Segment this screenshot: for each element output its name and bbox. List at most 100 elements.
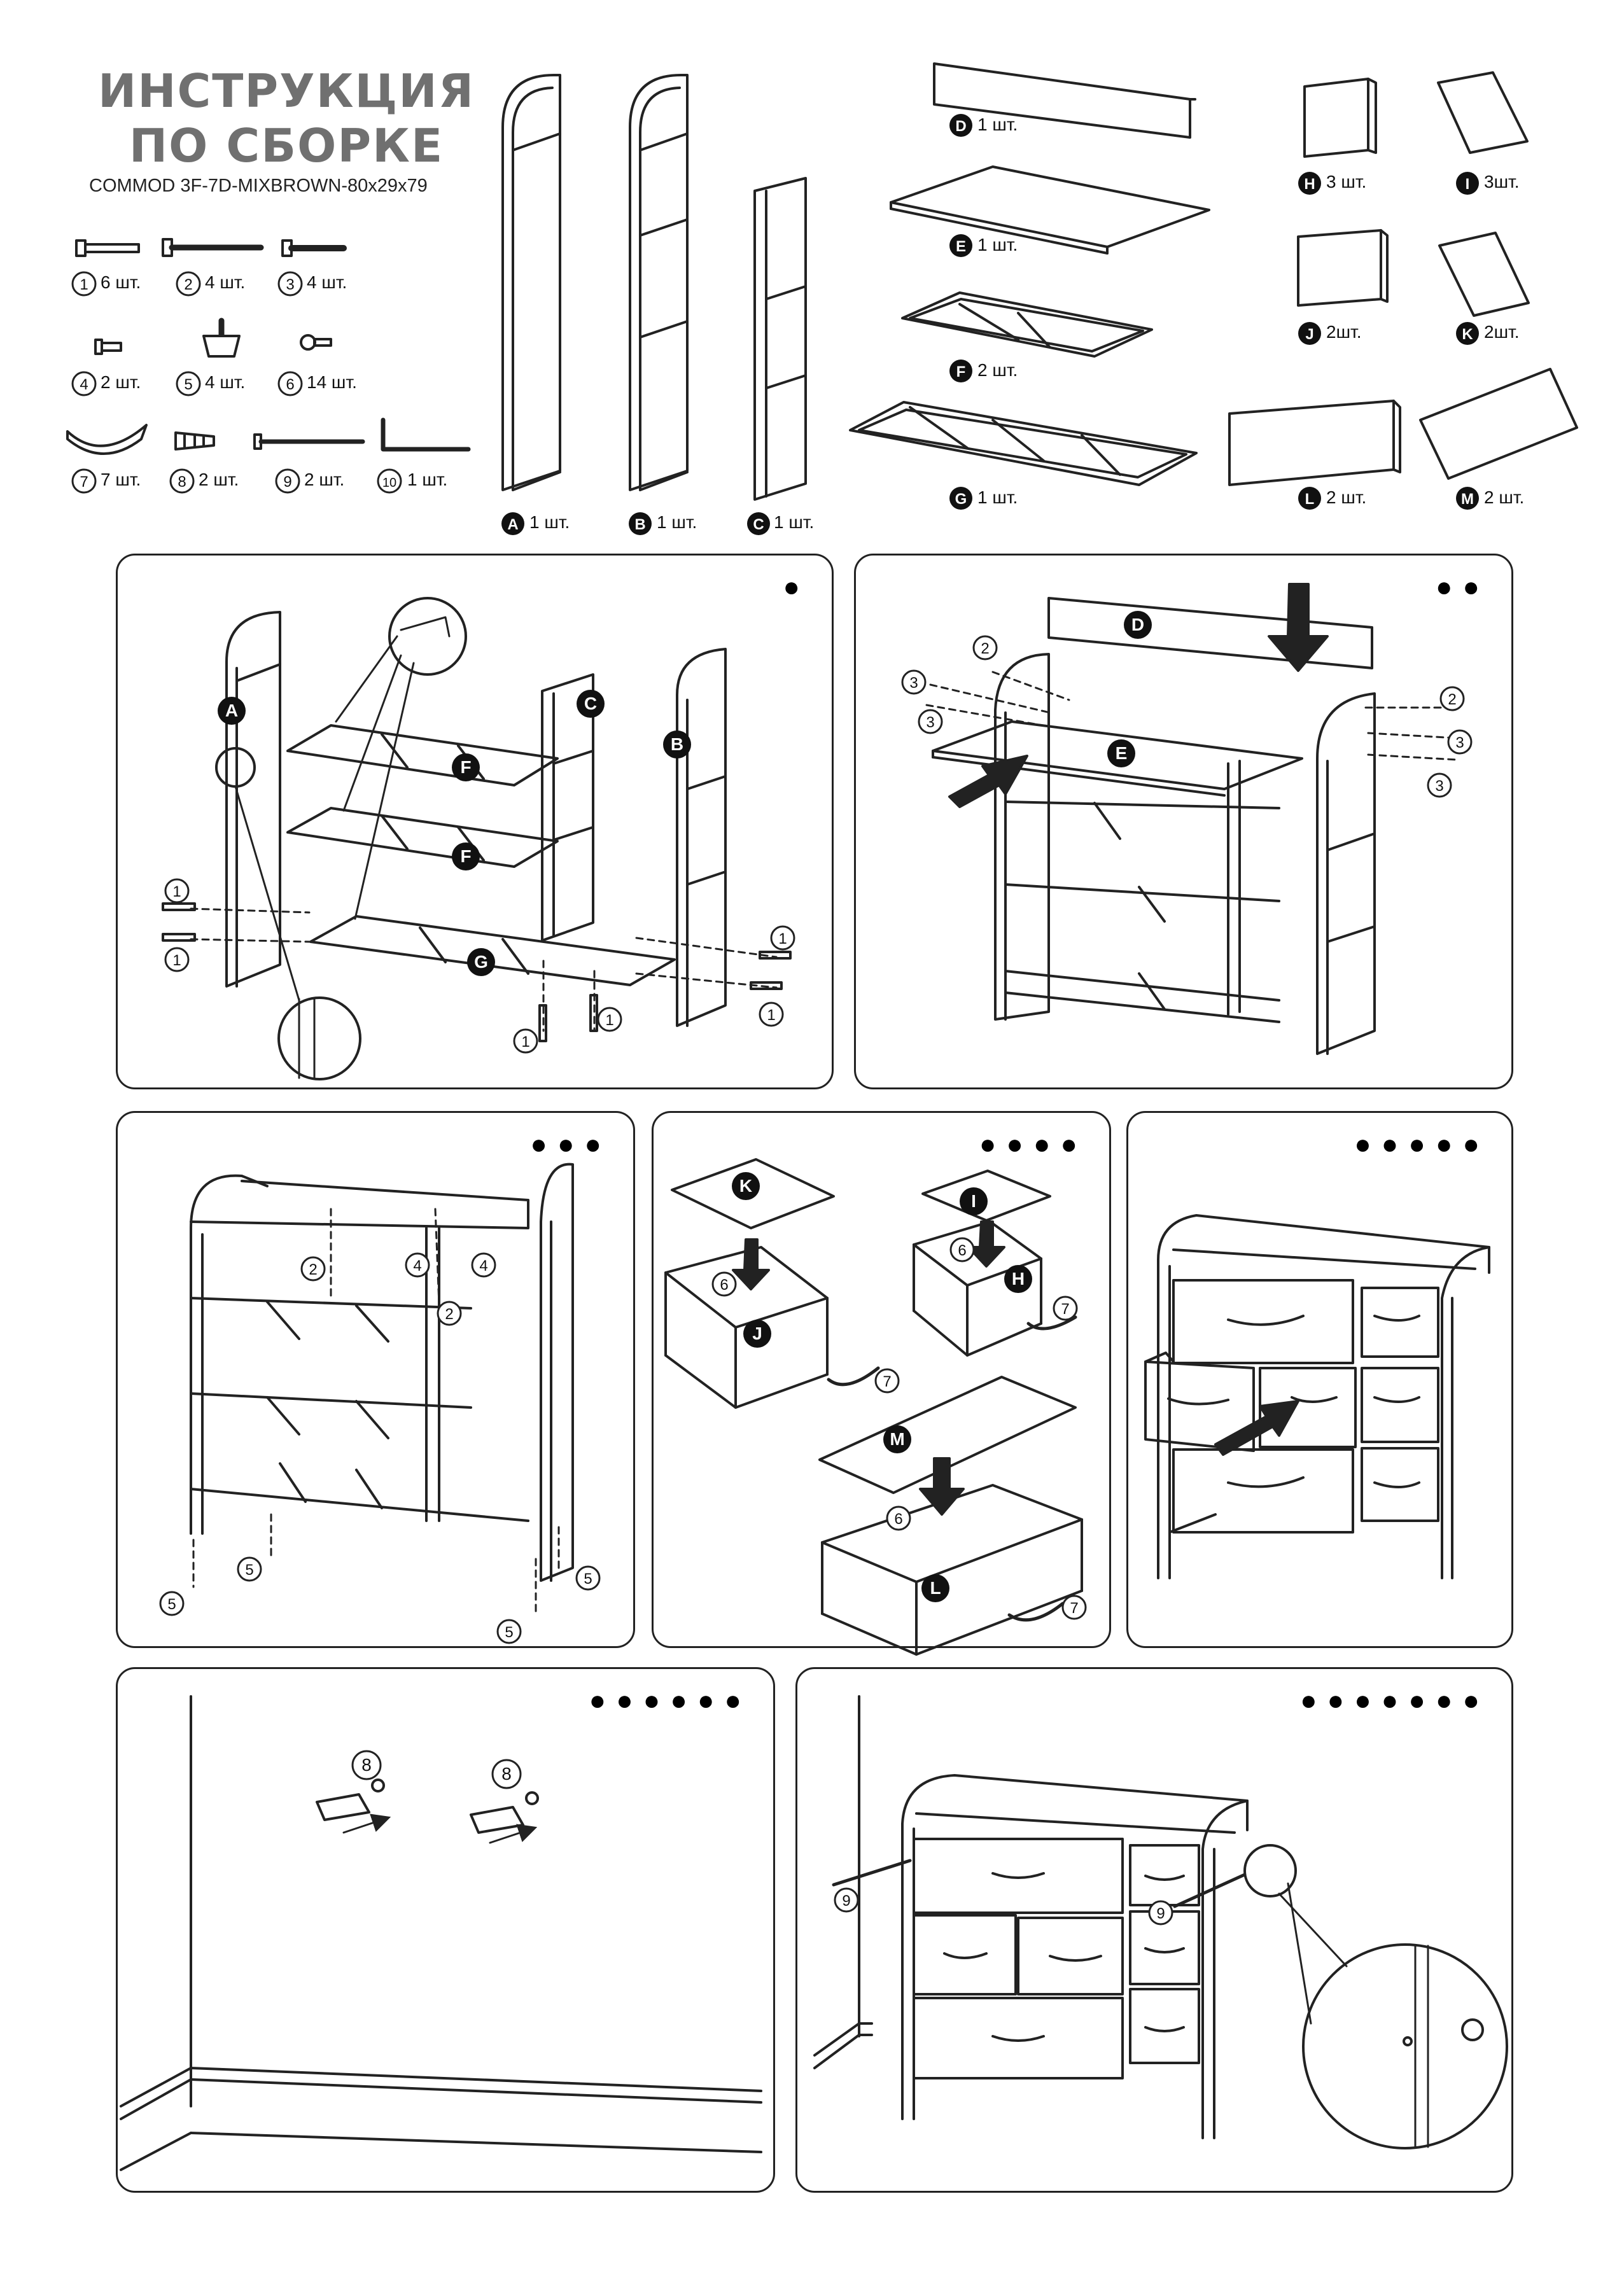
part-L-box — [1228, 400, 1401, 486]
svg-text:3: 3 — [909, 674, 918, 692]
hw-9-qty: 2 шт. — [304, 470, 345, 489]
svg-text:F: F — [460, 757, 471, 777]
part-C-frame — [753, 177, 807, 501]
title-line-2: ПО СБОРКЕ — [129, 119, 444, 172]
svg-text:M: M — [1461, 491, 1474, 508]
svg-text:1: 1 — [767, 1007, 775, 1024]
svg-text:2: 2 — [184, 276, 192, 293]
part-K-qty: 2шт. — [1484, 322, 1520, 342]
svg-text:1: 1 — [80, 276, 88, 293]
svg-text:10: 10 — [382, 476, 396, 490]
step-2-panel: ●● — [854, 554, 1513, 1089]
step-7-dots: ●●●●●●● — [1299, 1685, 1490, 1716]
svg-text:C: C — [753, 516, 764, 533]
svg-text:7: 7 — [1061, 1301, 1069, 1318]
svg-text:8: 8 — [178, 473, 186, 491]
svg-text:E: E — [1116, 743, 1128, 763]
svg-text:D: D — [955, 118, 966, 135]
part-H-qty: 3 шт. — [1326, 172, 1367, 192]
hw-2-qty: 4 шт. — [205, 272, 246, 292]
svg-text:J: J — [1305, 326, 1313, 343]
svg-text:9: 9 — [1156, 1905, 1165, 1922]
svg-text:H: H — [1304, 176, 1315, 193]
svg-text:A: A — [225, 701, 238, 720]
svg-text:5: 5 — [184, 376, 192, 393]
part-L-qty: 2 шт. — [1326, 487, 1367, 507]
part-M-qty: 2 шт. — [1484, 487, 1525, 507]
hw-3-qty: 4 шт. — [307, 272, 347, 292]
svg-text:3: 3 — [1455, 734, 1464, 751]
svg-text:7: 7 — [80, 473, 88, 491]
svg-text:C: C — [584, 694, 597, 713]
part-H-box — [1303, 78, 1377, 158]
page-title: ИНСТРУКЦИЯ ПО СБОРКЕ — [95, 64, 477, 173]
svg-text:7: 7 — [1070, 1600, 1078, 1617]
svg-text:1: 1 — [172, 952, 181, 969]
step-6-dots: ●●●●●● — [589, 1685, 752, 1716]
part-M-card — [1419, 368, 1578, 480]
svg-text:4: 4 — [413, 1257, 421, 1275]
title-line-1: ИНСТРУКЦИЯ — [97, 64, 475, 118]
part-E-qty: 1 шт. — [977, 235, 1018, 255]
hardware-icons — [66, 238, 471, 455]
part-badges — [218, 114, 1479, 1602]
step5-drawing — [1144, 1214, 1490, 1579]
part-D-qty: 1 шт. — [977, 115, 1018, 134]
svg-text:M: M — [890, 1429, 904, 1449]
part-J-qty: 2шт. — [1326, 322, 1362, 342]
svg-text:3: 3 — [926, 714, 934, 731]
svg-text:9: 9 — [842, 1892, 850, 1910]
step1-drawing — [162, 597, 792, 1080]
svg-text:L: L — [1305, 491, 1315, 508]
step5-arrow — [1214, 1400, 1299, 1456]
step4-arrows — [732, 1220, 1005, 1516]
svg-text:4: 4 — [80, 376, 88, 393]
part-B-frame — [629, 74, 689, 491]
svg-text:5: 5 — [584, 1570, 592, 1588]
svg-text:7: 7 — [883, 1373, 891, 1390]
svg-text:5: 5 — [167, 1596, 176, 1613]
step-4-dots: ●●●● — [979, 1129, 1088, 1160]
svg-text:B: B — [634, 516, 645, 533]
hw-1-qty: 6 шт. — [101, 272, 141, 292]
svg-text:6: 6 — [894, 1511, 902, 1528]
part-A-frame — [501, 74, 561, 491]
svg-text:8: 8 — [361, 1755, 372, 1775]
step-5-panel: ●●●●● — [1126, 1111, 1513, 1648]
step7-drawing — [813, 1695, 1508, 2149]
svg-text:B: B — [671, 734, 683, 754]
svg-text:4: 4 — [479, 1257, 487, 1275]
svg-text:D: D — [1131, 615, 1144, 634]
svg-text:F: F — [460, 846, 471, 866]
svg-text:6: 6 — [958, 1242, 966, 1259]
svg-text:H: H — [1012, 1269, 1025, 1289]
step2-arrows — [948, 583, 1329, 808]
part-B-qty: 1 шт. — [657, 512, 697, 532]
step3-drawing — [190, 1163, 574, 1618]
svg-text:L: L — [930, 1578, 941, 1598]
svg-text:A: A — [507, 516, 518, 533]
part-D-board — [933, 62, 1196, 139]
part-J-box — [1297, 229, 1389, 307]
svg-text:3: 3 — [1435, 778, 1443, 795]
part-G-qty: 1 шт. — [977, 487, 1018, 507]
part-F-qty: 2 шт. — [977, 360, 1018, 380]
part-A-qty: 1 шт. — [529, 512, 570, 532]
svg-text:8: 8 — [501, 1764, 512, 1784]
part-C-qty: 1 шт. — [774, 512, 815, 532]
svg-text:1: 1 — [605, 1012, 613, 1029]
svg-text:2: 2 — [445, 1306, 453, 1323]
svg-text:G: G — [474, 952, 488, 972]
svg-text:2: 2 — [309, 1261, 317, 1278]
svg-text:2: 2 — [1448, 691, 1456, 708]
svg-text:K: K — [1462, 326, 1473, 343]
part-I-qty: 3шт. — [1484, 172, 1520, 192]
svg-text:K: K — [739, 1176, 752, 1196]
step-5-dots: ●●●●● — [1354, 1129, 1490, 1160]
svg-text:6: 6 — [720, 1276, 728, 1294]
hw-10-qty: 1 шт. — [407, 470, 448, 489]
part-K-card — [1438, 232, 1530, 317]
svg-text:9: 9 — [283, 473, 291, 491]
hw-4-qty: 2 шт. — [101, 372, 141, 392]
